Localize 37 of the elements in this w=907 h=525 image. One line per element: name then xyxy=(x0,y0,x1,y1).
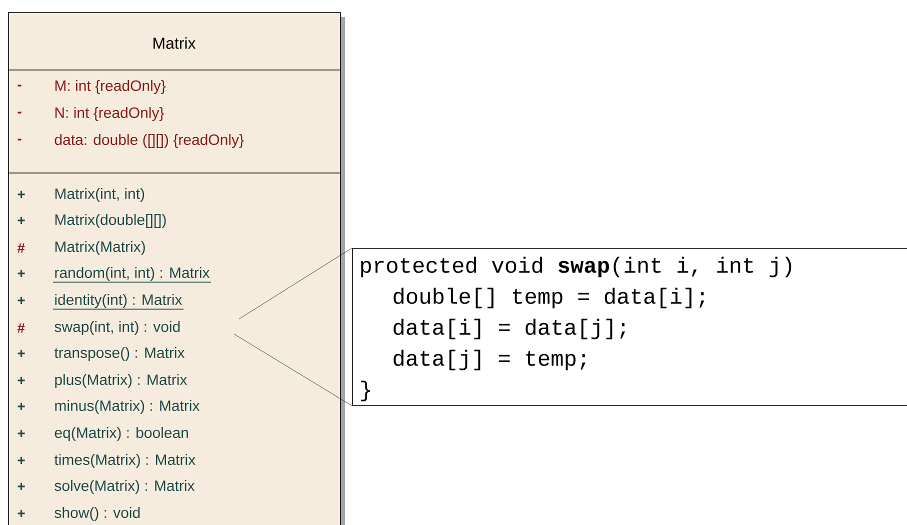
operation-text: Matrix(double[][]) xyxy=(55,214,166,228)
operation-text: times(Matrix) : Matrix xyxy=(54,454,196,468)
visibility-marker: + xyxy=(18,430,25,438)
visibility-marker: + xyxy=(18,190,25,198)
visibility-marker: # xyxy=(17,243,25,253)
attribute-text: M: int {readOnly} xyxy=(55,80,166,94)
attribute-text: data: double ([][]) {readOnly} xyxy=(54,134,244,148)
visibility-marker: - xyxy=(18,84,22,86)
code-line: } xyxy=(361,380,370,402)
operation-text: Matrix(Matrix) xyxy=(55,241,145,255)
operation-text: minus(Matrix) : Matrix xyxy=(55,400,200,414)
operation-text: identity(int) : Matrix xyxy=(52,294,184,310)
visibility-marker: + xyxy=(18,350,25,357)
visibility-marker: + xyxy=(18,510,25,518)
visibility-marker: + xyxy=(18,456,25,464)
visibility-marker: + xyxy=(18,482,25,490)
visibility-marker: + xyxy=(18,270,25,277)
operation-text: plus(Matrix) : Matrix xyxy=(55,374,188,388)
operation-text: solve(Matrix) : Matrix xyxy=(54,480,195,494)
operation-text: random(int, int) : Matrix xyxy=(52,267,212,283)
visibility-marker: - xyxy=(18,138,22,140)
operation-text: show() : void xyxy=(54,507,140,521)
operation-text: Matrix(int, int) xyxy=(55,188,144,202)
visibility-marker: + xyxy=(18,376,25,384)
operation-text: swap(int, int) : void xyxy=(54,321,180,335)
visibility-marker: + xyxy=(18,296,25,304)
code-line: data[j] = temp; xyxy=(394,350,586,370)
attribute-text: N: int {readOnly} xyxy=(55,107,164,121)
code-line: data[i] = data[j]; xyxy=(394,318,626,340)
visibility-marker: + xyxy=(18,216,25,224)
visibility-marker: - xyxy=(18,112,22,114)
visibility-marker: + xyxy=(18,402,25,410)
code-line: protected void swap(int i, int j) xyxy=(361,256,792,278)
visibility-marker: # xyxy=(17,323,25,333)
operation-text: eq(Matrix) : boolean xyxy=(54,427,188,441)
code-line: double[] temp = data[i]; xyxy=(394,288,704,308)
operation-text: transpose() : Matrix xyxy=(54,347,185,361)
